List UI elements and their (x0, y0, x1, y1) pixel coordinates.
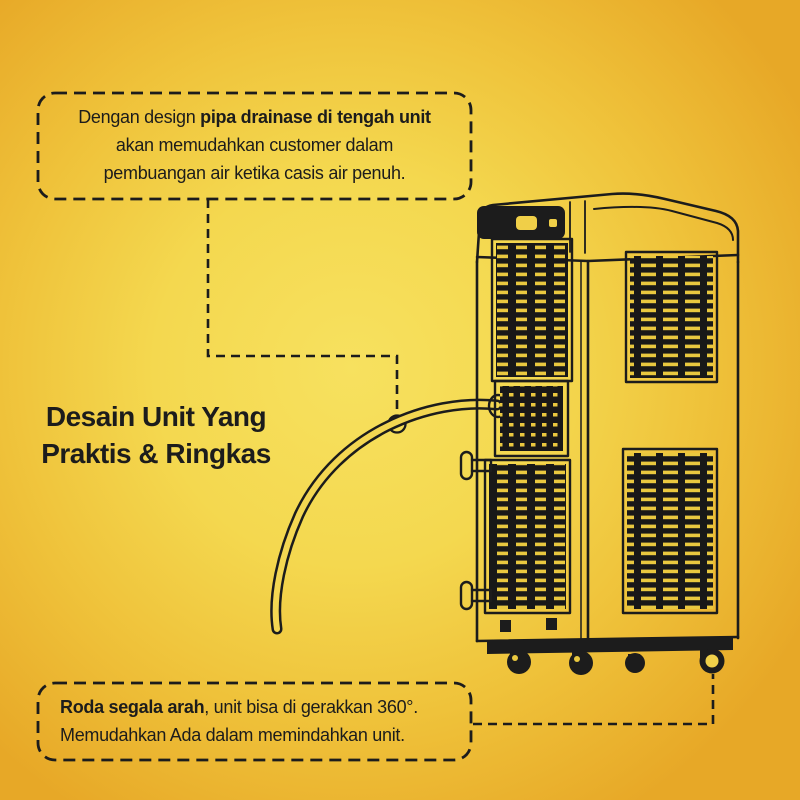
top-callout-line-1-normal: Dengan design (78, 107, 201, 128)
caster-wheel-1 (507, 650, 531, 674)
filter-access-frame (493, 379, 570, 458)
caster-wheel-4-hub (705, 654, 719, 668)
top-callout-line-1: Dengan design pipa drainase di tengah un… (38, 104, 471, 132)
lower-rear-vent-grille (489, 464, 566, 609)
ac-unit-illustration (270, 192, 740, 675)
top-callout-connector (206, 199, 407, 434)
bottom-callout-line-1-normal: , unit bisa di gerakkan 360°. (204, 696, 418, 717)
drain-hose-inner (272, 401, 500, 632)
upper-latch-knob (459, 450, 474, 481)
lower-rear-vent-frame (483, 458, 572, 615)
bottom-callout-connector (473, 674, 715, 726)
lower-side-vent-grille (627, 453, 713, 609)
top-callout-line-2: akan memudahkan customer dalam (115, 135, 394, 156)
upper-side-vent-frame (624, 250, 719, 384)
headline-line-1: Desain Unit Yang (45, 401, 267, 432)
top-callout-line-3: pembuangan air ketika casis air penuh. (103, 162, 406, 183)
top-cap-corner-lines (569, 200, 586, 254)
lower-side-vent-frame (621, 447, 719, 615)
upper-latch-bar (470, 458, 493, 473)
bottom-callout-line-1-bold: Roda segala arah (60, 696, 205, 717)
filter-access-grille (500, 386, 563, 451)
rear-panel-vents (483, 237, 574, 615)
handle-grip-slot (516, 216, 537, 230)
lower-latch-bar (470, 588, 493, 603)
panel-latches (459, 450, 493, 611)
caster-wheel-1-highlight (512, 655, 518, 661)
base-bracket-left (500, 620, 511, 632)
top-callout: Dengan design pipa drainase di tengah un… (38, 93, 471, 199)
carry-handle-recess (477, 206, 565, 239)
headline: Desain Unit Yang Praktis & Ringkas (16, 399, 296, 473)
caster-wheel-2-highlight (574, 656, 580, 662)
base-assembly (487, 618, 733, 675)
handle-screw-hole (549, 219, 557, 227)
headline-line-2: Praktis & Ringkas (41, 437, 271, 469)
base-bracket-right (546, 618, 557, 630)
top-callout-border (36, 91, 473, 201)
base-rail (487, 637, 733, 654)
bottom-callout-border (36, 681, 473, 762)
upper-rear-vent-grille (496, 243, 568, 377)
caster-wheels (507, 648, 725, 675)
drain-hose-outer (270, 398, 503, 635)
bottom-callout: Roda segala arah, unit bisa di gerakkan … (38, 683, 471, 760)
caster-wheel-3 (625, 653, 645, 673)
upper-side-vent-grille (630, 256, 713, 378)
caster-wheel-2 (569, 651, 593, 675)
lower-latch-knob (459, 580, 474, 611)
side-panel-vents (621, 250, 719, 615)
top-connector-line (206, 199, 399, 415)
bottom-callout-line-2: Memudahkan Ada dalam memindahkan unit. (60, 724, 405, 745)
bottom-callout-line-1: Roda segala arah, unit bisa di gerakkan … (60, 694, 471, 722)
top-callout-line-1-bold: pipa drainase di tengah unit (200, 107, 431, 128)
body-outline (475, 259, 740, 643)
top-cap-inner-line (593, 205, 734, 241)
